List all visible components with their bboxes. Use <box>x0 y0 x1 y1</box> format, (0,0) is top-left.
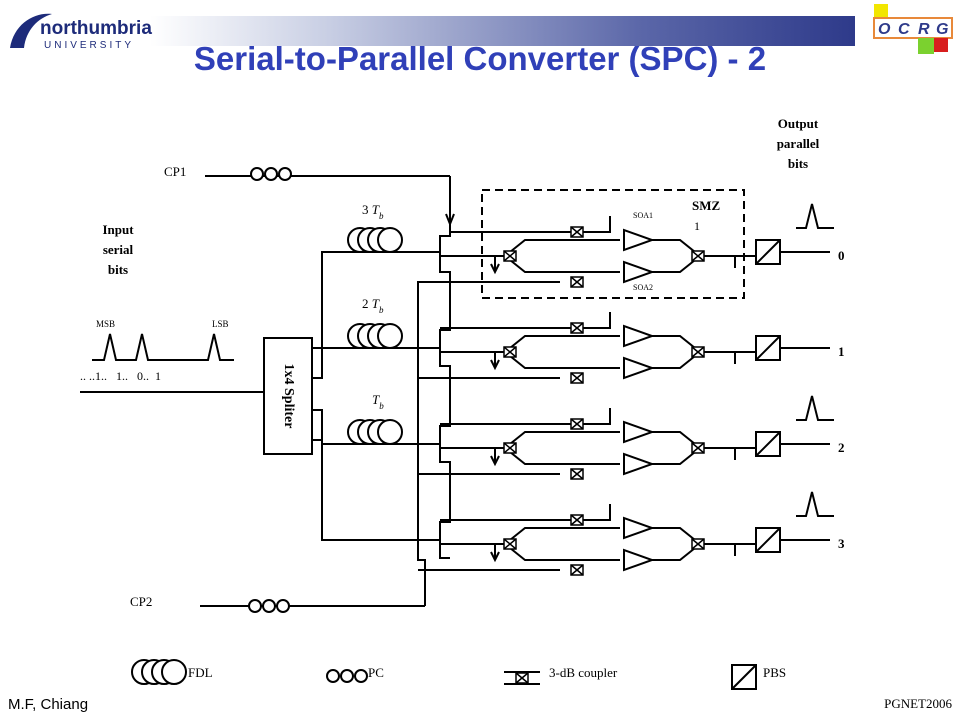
cp2-pc-icon <box>248 599 290 613</box>
footer-conference: PGNET2006 <box>884 696 952 711</box>
smz-stage-1 <box>440 312 830 384</box>
logo-square-yellow <box>874 4 888 18</box>
logo-letter-r: R <box>918 21 930 38</box>
cp1-pc-icon <box>250 167 292 181</box>
logo-letter-o: O <box>878 21 891 38</box>
logo-square-green <box>918 38 934 54</box>
input-title-line-2: serial <box>103 242 134 257</box>
output-channel-0: 0 <box>838 248 845 263</box>
fdl-1tb-icon <box>347 419 403 445</box>
fdl-3tb-icon <box>347 227 403 253</box>
legend-fdl-icon <box>131 659 187 685</box>
output-pulses <box>796 203 834 517</box>
legend-coupler-label: 3-dB coupler <box>549 665 618 680</box>
output-title-line-3: bits <box>788 156 808 171</box>
footer-author: M.F, Chiang <box>8 696 89 713</box>
legend-pbs-icon <box>731 664 757 690</box>
output-title-line-2: parallel <box>777 136 820 151</box>
output-channel-2: 2 <box>838 440 845 455</box>
ocrg-logo: O C R G <box>873 4 953 54</box>
output-channel-3: 3 <box>838 536 845 551</box>
logo-university-name: northumbria <box>40 18 152 39</box>
cp1-line <box>205 175 455 227</box>
cp1-label: CP1 <box>164 164 186 179</box>
input-pulse-train <box>92 333 234 361</box>
splitter-label: 1x4 Spliter <box>281 364 296 429</box>
clock-bus <box>417 225 560 571</box>
legend-pbs-label: PBS <box>763 665 786 680</box>
logo-university-sub: UNIVERSITY <box>44 40 134 51</box>
soa1-label: SOA1 <box>633 211 653 220</box>
smz-stage-2 <box>440 408 830 480</box>
cp2-label: CP2 <box>130 594 152 609</box>
logo-square-red <box>934 38 948 52</box>
legend-pc-label: PC <box>368 665 384 680</box>
output-title-line-1: Output <box>778 116 819 131</box>
delay-2tb-label: 2 Tb <box>362 296 384 315</box>
legend-coupler-icon <box>504 671 540 685</box>
msb-label: MSB <box>96 319 115 329</box>
slide-title: Serial-to-Parallel Converter (SPC) - 2 <box>193 40 767 77</box>
fdl-2tb-icon <box>347 323 403 349</box>
logo-letter-c: C <box>898 21 910 38</box>
output-channel-1: 1 <box>838 344 845 359</box>
legend-pc-icon <box>326 669 368 683</box>
legend: FDL PC 3-dB coupler PBS <box>131 659 786 690</box>
smz-stage-3 <box>440 504 830 576</box>
cp2-line <box>200 568 426 607</box>
smz-label-line-1: SMZ <box>692 198 721 213</box>
smz-label-line-2: 1 <box>694 219 700 233</box>
legend-fdl-label: FDL <box>188 665 213 680</box>
logo-letter-g: G <box>936 21 948 38</box>
northumbria-logo: northumbria UNIVERSITY <box>10 13 152 51</box>
input-title-line-3: bits <box>108 262 128 277</box>
smz-stage-0 <box>440 216 830 288</box>
soa2-label: SOA2 <box>633 283 653 292</box>
header-gradient-bar <box>150 16 855 46</box>
logo-swoosh-icon <box>10 13 52 48</box>
splitter-box <box>263 337 313 455</box>
input-bit-sequence: .. ..1.. 1.. 0.. 1 <box>80 369 161 383</box>
lsb-label: LSB <box>212 319 229 329</box>
logo-square-orange <box>873 17 953 39</box>
delay-1tb-label: Tb <box>372 392 384 411</box>
delay-3tb-label: 3 Tb <box>362 202 384 221</box>
input-title-line-1: Input <box>102 222 134 237</box>
smz-dashed-box <box>481 189 745 299</box>
